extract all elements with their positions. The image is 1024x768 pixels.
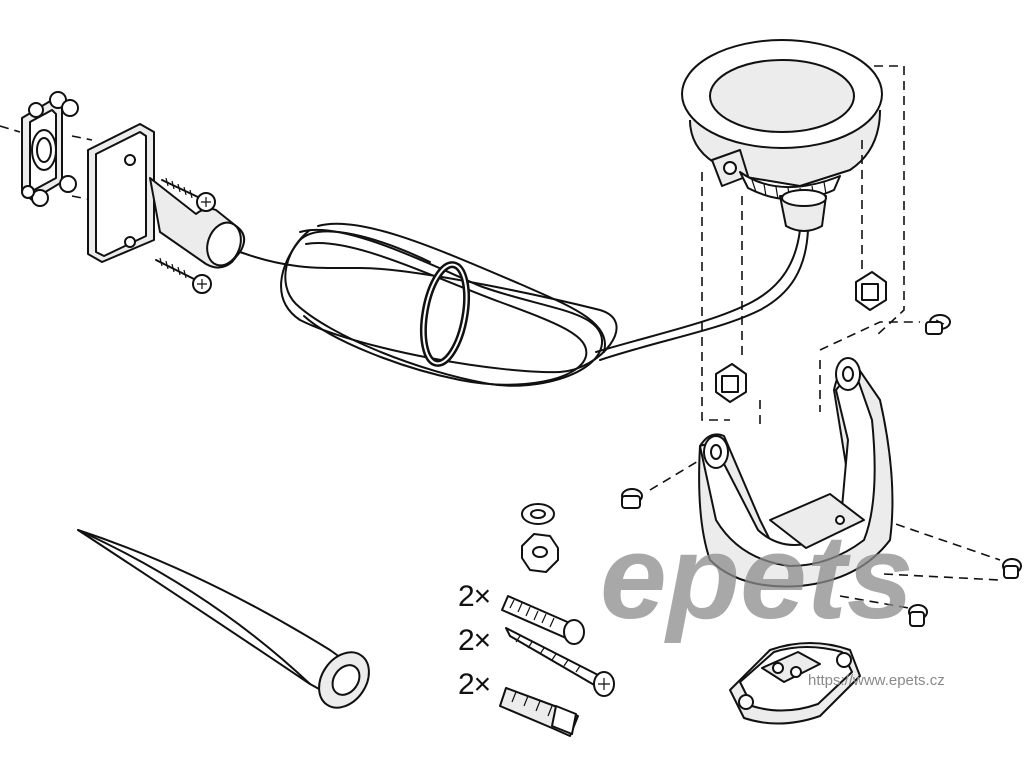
quantity-label-plug: 2× bbox=[458, 668, 491, 701]
bolt-long bbox=[501, 595, 585, 645]
mounting-bracket bbox=[698, 357, 894, 588]
base-plate bbox=[729, 642, 861, 725]
ground-spike bbox=[77, 529, 370, 709]
plate-screw-upper bbox=[161, 177, 216, 212]
socket-screw-right bbox=[925, 314, 951, 335]
epets-watermark-logo: epets bbox=[600, 510, 913, 644]
screw-bottom-right bbox=[908, 604, 928, 627]
screw-right-edge bbox=[1002, 558, 1022, 579]
washer bbox=[521, 503, 555, 525]
square-nut-lower bbox=[715, 363, 747, 403]
plate-screw-lower bbox=[155, 257, 212, 294]
wall-plug bbox=[499, 687, 579, 737]
socket-screw-left bbox=[621, 488, 643, 509]
quantity-label-bolt: 2× bbox=[458, 580, 491, 613]
watermark-logo-text: epets bbox=[600, 510, 913, 644]
coiled-cable bbox=[239, 222, 809, 387]
cable-plate bbox=[87, 123, 246, 269]
hex-nut bbox=[521, 533, 559, 573]
socket-plate bbox=[0, 91, 93, 207]
cable-tie bbox=[419, 261, 471, 367]
wood-screw bbox=[505, 627, 615, 697]
quantity-label-screw: 2× bbox=[458, 624, 491, 657]
square-nut-upper bbox=[855, 271, 887, 311]
watermark-url: https://www.epets.cz bbox=[808, 672, 945, 689]
lamp-head bbox=[681, 39, 883, 232]
